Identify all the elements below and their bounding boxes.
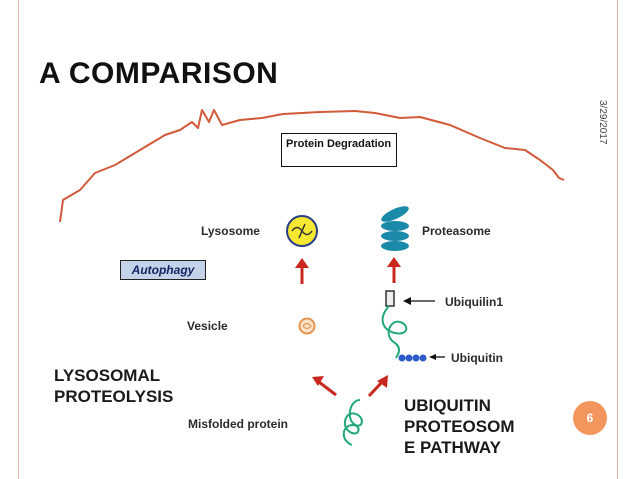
cell-membrane [59,109,565,223]
lysosome-label: Lysosome [201,224,260,238]
lysosome-icon [286,215,318,247]
ubiquitinated-protein [381,305,408,359]
ubiquilin-box [385,290,395,307]
ubiquitin-line-3: E PATHWAY [404,438,501,457]
ubiquitin-pathway-label: UBIQUITIN PROTEOSOM E PATHWAY [404,395,515,458]
vesicle-icon [298,317,316,335]
ubiquitin-chain-icon [398,354,427,362]
ubiquilin-label: Ubiquilin1 [445,295,503,309]
pointer-ubiquilin [403,297,435,305]
arrow-misfolded-to-ubiquitin [367,375,388,398]
arrow-up-lysosome [295,258,309,284]
protein-degradation-box: Protein Degradation [281,133,397,167]
pointer-ubiquitin [429,354,445,360]
autophagy-box: Autophagy [120,260,206,280]
page-number-badge: 6 [573,401,607,435]
arrow-misfolded-to-vesicle [312,376,337,397]
vesicle-label: Vesicle [187,319,228,333]
lysosomal-line-2: PROTEOLYSIS [54,387,174,406]
slide-date: 3/29/2017 [597,100,608,145]
lysosomal-line-1: LYSOSOMAL [54,366,161,385]
frame-right-line [617,0,618,479]
ubiquitin-line-2: PROTEOSOM [404,417,515,436]
proteasome-label: Proteasome [422,224,491,238]
slide-title: A COMPARISON [39,57,279,90]
ubiquitin-label: Ubiquitin [451,351,503,365]
misfolded-protein-label: Misfolded protein [188,417,288,431]
arrow-up-proteasome [387,257,401,283]
frame-left-line [18,0,19,479]
proteasome-icon [381,206,409,251]
lysosomal-proteolysis-label: LYSOSOMAL PROTEOLYSIS [54,365,173,407]
misfolded-protein-icon [342,399,363,446]
ubiquitin-line-1: UBIQUITIN [404,396,491,415]
